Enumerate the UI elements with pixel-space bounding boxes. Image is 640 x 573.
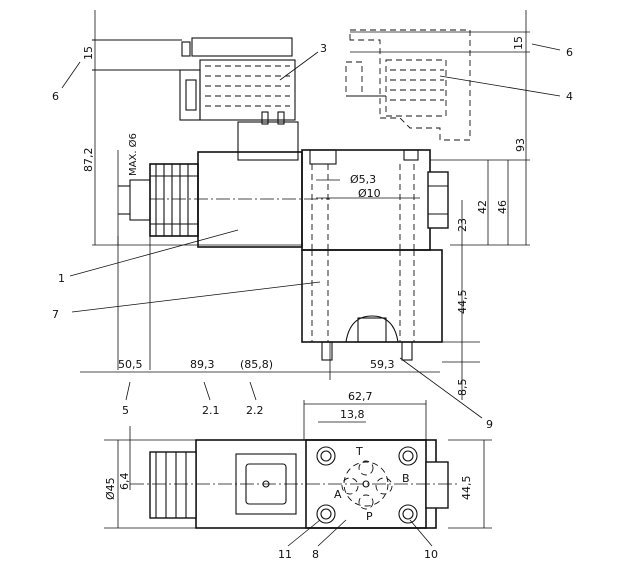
callout-11: 11 [278, 548, 292, 561]
callout-5: 5 [122, 404, 129, 417]
dim-89-3: 89,3 [190, 358, 215, 371]
callout-7: 7 [52, 308, 59, 321]
port-a: A [334, 488, 342, 501]
dim-15-right: 15 [512, 36, 525, 50]
dim-d10: Ø10 [358, 187, 381, 200]
callout-6-right: 6 [566, 46, 573, 59]
dim-42: 42 [476, 200, 489, 214]
solenoid-coil [150, 151, 330, 248]
callout-9: 9 [486, 418, 493, 431]
side-view-leaders [61, 43, 561, 419]
side-view-dimensions [80, 10, 530, 400]
callout-3: 3 [320, 42, 327, 55]
top-view [104, 400, 492, 547]
dim-13-8: 13,8 [340, 408, 365, 421]
dimension-labels: 15 87,2 MAX. Ø6 Ø5,3 Ø10 42 46 93 23 15 … [82, 36, 527, 500]
port-labels: T A B P [334, 445, 410, 523]
port-t: T [355, 445, 363, 458]
plug-connector-right [345, 29, 530, 141]
dim-93: 93 [514, 138, 527, 152]
dim-d5-3: Ø5,3 [350, 173, 376, 186]
callout-1: 1 [58, 272, 65, 285]
dim-44-5-h: 44,5 [460, 476, 473, 501]
dim-46: 46 [496, 200, 509, 214]
dim-15-left: 15 [82, 46, 95, 60]
callout-8: 8 [312, 548, 319, 561]
dim-85-8: (85,8) [240, 358, 273, 371]
callout-labels: 6 3 6 4 1 7 5 2.1 2.2 9 11 8 10 [52, 42, 573, 561]
knurled-nut [118, 163, 199, 237]
dim-59-3: 59,3 [370, 358, 395, 371]
callout-10: 10 [424, 548, 438, 561]
dim-62-7: 62,7 [348, 390, 373, 403]
callout-2-1: 2.1 [202, 404, 220, 417]
dim-max-d6: MAX. Ø6 [127, 133, 139, 176]
plug-connector-left [92, 37, 299, 161]
dim-50-5: 50,5 [118, 358, 143, 371]
dim-23: 23 [456, 218, 469, 232]
callout-2-2: 2.2 [246, 404, 264, 417]
dim-44-5-v: 44,5 [456, 290, 469, 315]
dim-87-2: 87,2 [82, 148, 95, 173]
callout-6-left: 6 [52, 90, 59, 103]
port-p: P [366, 510, 373, 523]
side-view [61, 10, 561, 419]
dim-8-5: 8,5 [456, 379, 469, 397]
port-b: B [402, 472, 410, 485]
valve-body-upper [301, 149, 449, 251]
callout-4: 4 [566, 90, 573, 103]
valve-body-lower [301, 249, 443, 361]
dim-6-4: 6,4 [118, 473, 131, 491]
dim-d45: Ø45 [104, 477, 117, 500]
